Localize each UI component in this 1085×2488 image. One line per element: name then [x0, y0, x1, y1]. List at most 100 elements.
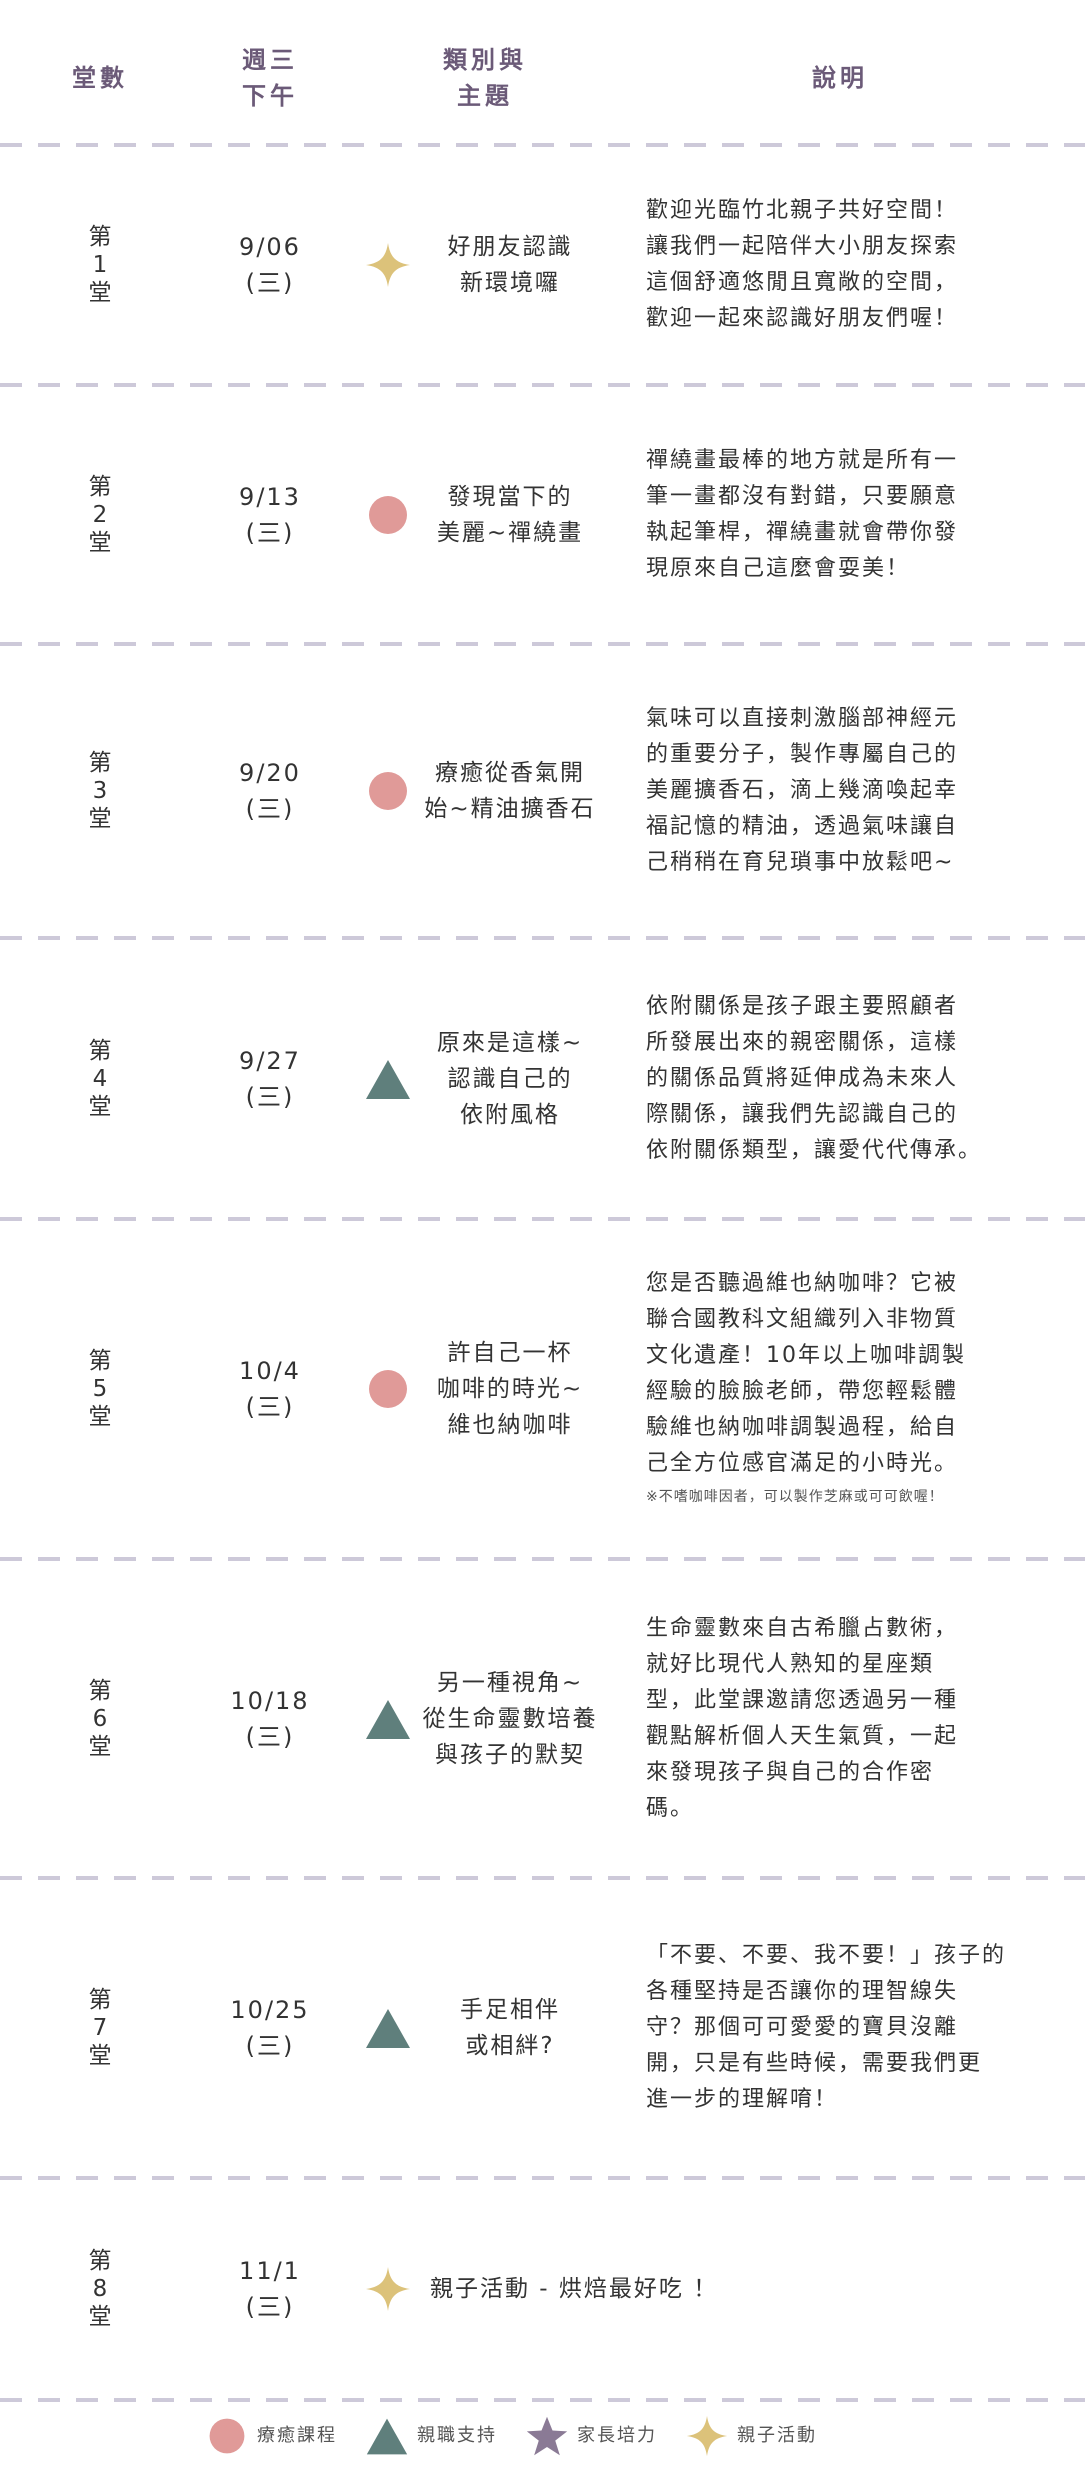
session-topic: 發現當下的美麗~禪繞畫 [405, 479, 615, 551]
session-number-char: 堂 [88, 2304, 112, 2330]
session-weekday: (三) [245, 2032, 295, 2060]
header-description-label: 說明 [812, 64, 868, 92]
session-topic-line: 依附風格 [460, 1101, 560, 1128]
header-topic-line1: 類別與 [443, 46, 527, 74]
session-topic: 親子活動 - 烘焙最好吃 ！ [430, 2271, 750, 2307]
star-icon [364, 2265, 412, 2313]
row-divider [0, 642, 1085, 646]
session-number-char: 3 [92, 778, 108, 804]
row-divider [0, 1557, 1085, 1561]
session-date-value: 10/25 [230, 1996, 310, 2024]
session-topic: 療癒從香氣開始~精油擴香石 [405, 755, 615, 827]
circle-icon [364, 491, 412, 539]
session-description-line: 進一步的理解唷！ [646, 2087, 839, 2112]
header-session: 堂數 [40, 60, 160, 96]
row-divider [0, 2176, 1085, 2180]
session-topic-line: 療癒從香氣開 [435, 760, 585, 786]
session-description: 依附關係是孩子跟主要照顧者所發展出來的親密關係，這樣的關係品質將延伸成為未來人際… [646, 989, 1046, 1169]
session-topic-line: 美麗~禪繞畫 [436, 519, 584, 546]
row-divider [0, 143, 1085, 147]
session-number-char: 4 [92, 1065, 108, 1092]
session-number-char: 第 [88, 2248, 112, 2274]
session-topic-line: 原來是這樣~ [436, 1029, 584, 1056]
row-divider [0, 936, 1085, 940]
session-number-char: 堂 [88, 1733, 112, 1760]
session-topic-line: 新環境囉 [460, 270, 560, 296]
session-number-char: 第 [88, 750, 112, 776]
session-topic: 原來是這樣~認識自己的依附風格 [405, 1025, 615, 1133]
session-topic-line: 維也納咖啡 [447, 1412, 573, 1438]
session-topic-line: 手足相伴 [460, 1997, 560, 2023]
session-date: 10/4(三) [205, 1353, 335, 1425]
session-description-line: 碼。 [646, 1795, 695, 1821]
session-number-char: 第 [88, 1677, 112, 1704]
header-time-line2: 下午 [242, 82, 298, 110]
session-number-char: 第 [88, 224, 112, 250]
session-topic-line: 與孩子的默契 [435, 1741, 585, 1768]
session-number-char: 堂 [88, 1093, 112, 1120]
session-description-line: 「不要、不要、我不要！」孩子的 [646, 1943, 1007, 1968]
session-description-line: 執起筆桿，禪繞畫就會帶你發 [646, 519, 959, 545]
session-description-line: 際關係，讓我們先認識自己的 [646, 1101, 959, 1127]
header-time: 週三 下午 [205, 42, 335, 114]
session-weekday: (三) [245, 2293, 295, 2321]
triangle-icon [364, 2004, 412, 2052]
session-number-char: 2 [92, 501, 108, 528]
session-description-line: 您是否聽過維也納咖啡？它被 [646, 1271, 959, 1296]
star-icon [364, 241, 412, 289]
session-description-line: 己稍稍在育兒瑣事中放鬆吧~ [646, 850, 955, 875]
session-description: 禪繞畫最棒的地方就是所有一筆一畫都沒有對錯，只要願意執起筆桿，禪繞畫就會帶你發現… [646, 443, 1046, 587]
session-number-char: 第 [88, 1987, 112, 2013]
session-description-line: 現原來自己這麼會耍美！ [646, 555, 911, 581]
legend-label: 親職支持 [417, 2425, 497, 2446]
session-description-line: 筆一畫都沒有對錯，只要願意 [646, 483, 959, 509]
session-description-line: 讓我們一起陪伴大小朋友探索 [646, 234, 959, 259]
session-note: ※不嗜咖啡因者，可以製作芝麻或可可飲喔！ [646, 1489, 944, 1505]
header-description: 說明 [640, 60, 1040, 96]
session-date-value: 9/20 [239, 759, 301, 787]
legend-label: 親子活動 [737, 2425, 817, 2446]
legend-label: 家長培力 [577, 2425, 657, 2446]
session-number-char: 堂 [88, 806, 112, 832]
session-topic: 好朋友認識新環境囉 [405, 229, 615, 301]
session-number-char: 堂 [88, 280, 112, 306]
session-description-line: 文化遺產！10年以上咖啡調製 [646, 1343, 966, 1368]
session-weekday: (三) [245, 269, 295, 297]
session-description-line: 氣味可以直接刺激腦部神經元 [646, 706, 959, 731]
session-date: 9/13(三) [205, 479, 335, 551]
session-description-line: 來發現孩子與自己的合作密 [646, 1759, 935, 1785]
session-description-line: 的重要分子，製作專屬自己的 [646, 742, 959, 767]
session-weekday: (三) [245, 1393, 295, 1421]
legend-item: 療癒課程 [205, 2414, 355, 2458]
session-description: 歡迎光臨竹北親子共好空間！讓我們一起陪伴大小朋友探索這個舒適悠閒且寬敞的空間，歡… [646, 193, 1046, 337]
row-divider [0, 383, 1085, 387]
session-topic: 手足相伴或相絆? [405, 1992, 615, 2064]
session-description-line: 己全方位感官滿足的小時光。 [646, 1451, 959, 1476]
circle-icon [364, 1365, 412, 1413]
session-date: 11/1(三) [205, 2253, 335, 2325]
session-topic-line: 許自己一杯 [447, 1340, 573, 1366]
session-number-char: 1 [92, 252, 108, 278]
session-weekday: (三) [245, 1722, 295, 1751]
session-topic-line: 從生命靈數培養 [422, 1705, 598, 1732]
session-description-line: 福記憶的精油，透過氣味讓自 [646, 814, 959, 839]
session-description-line: 歡迎光臨竹北親子共好空間！ [646, 198, 959, 223]
session-description-line: 守？那個可可愛愛的寶貝沒離 [646, 2015, 959, 2040]
session-description-line: 禪繞畫最棒的地方就是所有一 [646, 447, 959, 473]
session-weekday: (三) [245, 795, 295, 823]
triangle-icon [364, 1695, 412, 1743]
legend-item: 親職支持 [365, 2414, 515, 2458]
session-description-line: 歡迎一起來認識好朋友們喔！ [646, 306, 959, 331]
header-topic: 類別與 主題 [390, 42, 580, 114]
session-topic-line: 發現當下的 [447, 483, 573, 510]
circle-icon [364, 767, 412, 815]
